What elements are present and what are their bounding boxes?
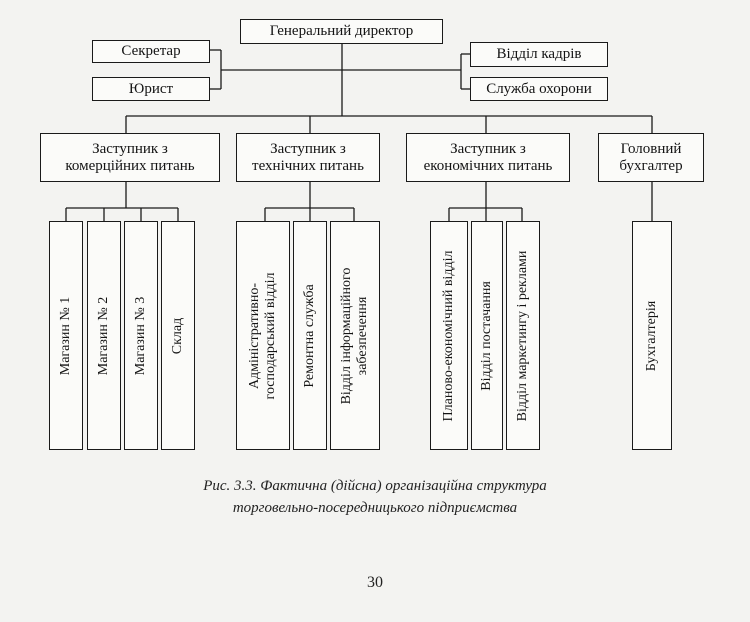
deputy-commercial-box: Заступник з комерційних питань [40,133,220,182]
deputy-economic-line2: економічних питань [423,157,553,174]
accounting-label: Бухгалтерія [644,300,659,371]
security-service-label: Служба охорони [486,80,592,97]
page-number: 30 [367,574,383,591]
hr-department-box: Відділ кадрів [470,42,608,67]
deputy-commercial-line2: комерційних питань [65,157,195,174]
warehouse-label: Склад [170,317,185,354]
marketing-advertising-dept-box: Відділ маркетингу і реклами [506,221,540,450]
warehouse-box: Склад [161,221,195,450]
store-2-box: Магазин № 2 [87,221,121,450]
general-director-label: Генеральний директор [269,23,414,39]
general-director-box: Генеральний директор [240,19,443,44]
store-1-box: Магазин № 1 [49,221,83,450]
store-3-box: Магазин № 3 [124,221,158,450]
deputy-technical-line2: технічних питань [252,157,364,174]
hr-department-label: Відділ кадрів [496,46,582,62]
supply-dept-label: Відділ постачання [479,280,494,391]
admin-household-dept-line2: господарський відділ [263,272,278,399]
info-support-dept-line2: забезпечення [355,296,370,375]
supply-dept-box: Відділ постачання [471,221,503,450]
store-2-label: Магазин № 2 [96,296,111,375]
repair-service-box: Ремонтна служба [293,221,327,450]
deputy-commercial-line1: Заступник з [92,140,168,157]
chief-accountant-box: Головний бухгалтер [598,133,704,182]
secretary-box: Секретар [92,40,210,63]
repair-service-label: Ремонтна служба [302,283,317,388]
figure-caption-line1: Рис. 3.3. Фактична (дійсна) організаційн… [203,478,547,494]
marketing-advertising-dept-label: Відділ маркетингу і реклами [515,250,530,421]
lawyer-label: Юрист [128,80,174,97]
info-support-dept-line1: Відділ інформаційного [339,267,354,404]
deputy-technical-line1: Заступник з [270,140,346,157]
store-1-label: Магазин № 1 [58,296,73,375]
security-service-box: Служба охорони [470,77,608,101]
admin-household-dept-box: Адміністративно- господарський відділ [236,221,290,450]
planning-economic-dept-box: Планово-економічний відділ [430,221,468,450]
lawyer-box: Юрист [92,77,210,101]
chief-accountant-line1: Головний [620,140,682,157]
deputy-economic-box: Заступник з економічних питань [406,133,570,182]
chief-accountant-line2: бухгалтер [619,157,683,174]
figure-caption-line2: торговельно-посередницького підприємства [232,500,518,516]
deputy-technical-box: Заступник з технічних питань [236,133,380,182]
secretary-label: Секретар [121,43,181,59]
deputy-economic-line1: Заступник з [450,140,526,157]
store-3-label: Магазин № 3 [133,296,148,375]
accounting-box: Бухгалтерія [632,221,672,450]
planning-economic-dept-label: Планово-економічний відділ [441,250,456,421]
admin-household-dept-line1: Адміністративно- [247,282,262,389]
info-support-dept-box: Відділ інформаційного забезпечення [330,221,380,450]
